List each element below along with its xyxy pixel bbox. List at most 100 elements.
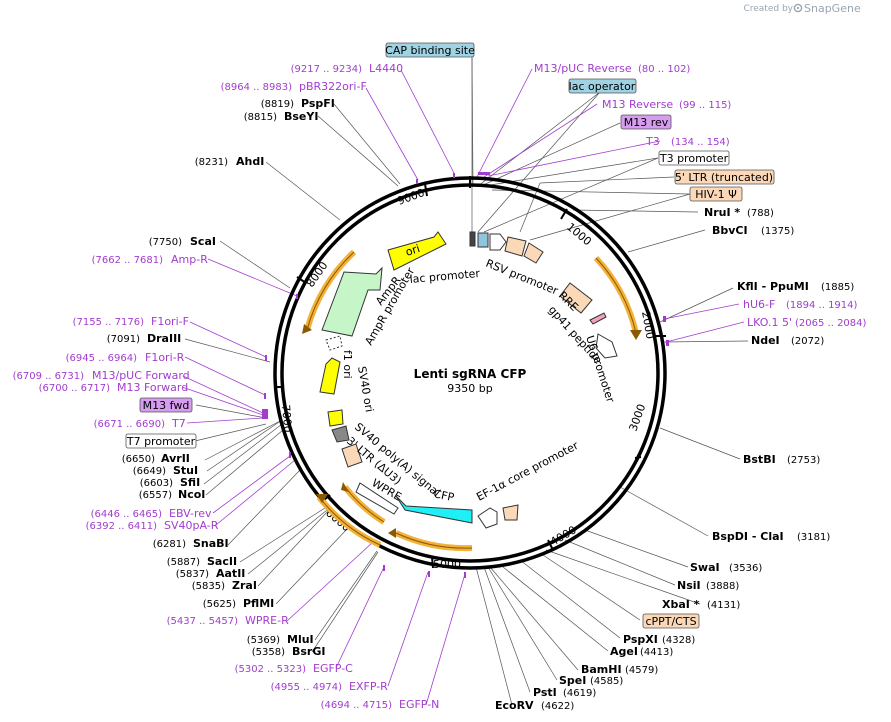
site-pspfi: PspFI (301, 97, 335, 110)
site-coord-mlui: (5369) (247, 635, 280, 646)
site-ncoi: NcoI (178, 488, 205, 501)
primer-coord-lko1: (2065 .. 2084) (795, 318, 867, 329)
feature-5ltr (523, 242, 544, 264)
tick-5000: 5000 (433, 558, 461, 571)
feature-cfp (395, 495, 473, 524)
primer-coord-pbr322: (8964 .. 8983) (221, 82, 293, 93)
site-bsrgi: BsrGI (292, 645, 325, 658)
site-coord-avrii: (6650) (122, 454, 155, 465)
brand-prefix: Created by (743, 4, 793, 14)
site-psti: PstI (533, 686, 557, 699)
primer-t3: T3 (645, 135, 660, 148)
feature-ampr (321, 266, 383, 337)
site-coord-draiii: (7091) (107, 334, 140, 345)
boxed-label-t7p: T7 promoter (125, 433, 197, 449)
primer-m13-forward: M13 Forward (117, 381, 188, 394)
tick-7000: 7000 (279, 404, 294, 433)
site-xbai: XbaI * (662, 598, 700, 611)
site-coord-spei: (4585) (590, 676, 623, 687)
site-aatii: AatII (216, 567, 245, 580)
primer-m13puc-reverse: M13/pUC Reverse (534, 62, 632, 75)
primer-hu6-f: hU6-F (743, 298, 775, 311)
site-zrai: ZraI (232, 579, 257, 592)
site-nrui: NruI * (704, 206, 740, 219)
primer-t7: T7 (171, 417, 186, 430)
box-cppt-cts: cPPT/CTS (645, 615, 696, 628)
site-ahdi: AhdI (236, 155, 264, 168)
site-bspdi-clai: BspDI - ClaI (712, 530, 784, 543)
site-coord-stui: (6649) (133, 466, 166, 477)
site-coord-bspdi-clai: (3181) (797, 532, 830, 543)
box-m13-rev: M13 rev (624, 116, 669, 129)
primer-coord-m13-rev: (99 .. 115) (679, 100, 731, 111)
primer-egfp-n: EGFP-N (399, 698, 439, 711)
boxed-label-cppt: cPPT/CTS (642, 613, 700, 629)
primer-coord-f1ori-f: (7155 .. 7176) (73, 317, 145, 328)
feature-lac-promoter (489, 233, 507, 251)
box-hiv-psi: HIV-1 Ψ (695, 188, 737, 201)
feature-arcs (304, 249, 639, 552)
primer-coord-t3: (134 .. 154) (671, 137, 730, 148)
arc-hiv-psi (593, 255, 639, 334)
boxed-label-hiv: HIV-1 Ψ (689, 186, 743, 202)
box-m13-fwd: M13 fwd (143, 399, 190, 412)
site-coord-swai: (3536) (729, 563, 762, 574)
primer-coord-wpre: (5437 .. 5457) (167, 616, 239, 627)
site-coord-pspxi: (4328) (662, 635, 695, 646)
site-sfii: SfiI (180, 476, 200, 489)
feature-lac-op (477, 232, 489, 248)
site-coord-ncoi: (6557) (139, 490, 172, 501)
site-bamhi: BamHI (581, 663, 622, 676)
site-nsii: NsiI (677, 579, 701, 592)
primer-coord-f1ori-r: (6945 .. 6964) (66, 353, 138, 364)
boxed-label-t3p: T3 promoter (658, 150, 730, 166)
site-bseyi: BseYI (284, 110, 318, 123)
primer-pbr322ori-f: pBR322ori-F (299, 80, 367, 93)
primer-ebv-rev: EBV-rev (169, 507, 212, 520)
site-spei: SpeI (559, 674, 586, 687)
site-sacii: SacII (207, 555, 237, 568)
site-coord-sfii: (6603) (140, 478, 173, 489)
primer-coord-hu6: (1894 .. 1914) (786, 300, 858, 311)
primer-amp-r: Amp-R (171, 253, 208, 266)
primer-coord-m13puc-rev: (80 .. 102) (638, 64, 690, 75)
site-coord-scai: (7750) (149, 237, 182, 248)
site-ecorv: EcoRV (495, 699, 534, 712)
site-pflmi: PflMI (243, 597, 274, 610)
leader-lines (184, 55, 749, 706)
primer-wpre-r: WPRE-R (245, 614, 289, 627)
primer-markers (262, 172, 669, 578)
site-kfli-ppumi: KflI - PpuMI (737, 280, 809, 293)
site-bbvci: BbvCI (712, 224, 748, 237)
primer-coord-m13-fwd: (6700 .. 6717) (39, 383, 111, 394)
primer-coord-ampr: (7662 .. 7681) (92, 255, 164, 266)
primer-m13-reverse: M13 Reverse (602, 98, 673, 111)
site-coord-bseyi: (8815) (244, 112, 277, 123)
site-scai: ScaI (190, 235, 216, 248)
boxed-label-m13rev: M13 rev (620, 114, 672, 130)
feature-f1-ori (319, 357, 341, 395)
arc-arrowheads (302, 324, 642, 538)
plasmid-name: Lenti sgRNA CFP (414, 367, 527, 381)
site-draiii: DraIII (147, 332, 181, 345)
site-coord-sacii: (5887) (167, 557, 200, 568)
primer-sv40pa-r: SV40pA-R (164, 519, 219, 532)
feature-sv40-polya (331, 425, 350, 443)
site-ndei: NdeI (751, 334, 780, 347)
primer-l4440: L4440 (369, 62, 403, 75)
feature-ampr-promoter (325, 335, 343, 351)
site-coord-aatii: (5837) (176, 569, 209, 580)
feature-3ltr (341, 443, 363, 468)
site-coord-nsii: (3888) (706, 581, 739, 592)
primer-coord-l4440: (9217 .. 9234) (291, 64, 363, 75)
box-5ltr: 5' LTR (truncated) (675, 171, 773, 184)
site-coord-agei: (4413) (640, 647, 673, 658)
feature-rre (559, 282, 593, 314)
plasmid-size: 9350 bp (447, 382, 492, 395)
site-swai: SwaI (690, 561, 720, 574)
brand-name: SnapGene (804, 2, 861, 15)
label-f1-ori: f1 ori (341, 350, 354, 379)
tick-marks (274, 176, 666, 569)
site-coord-ahdi: (8231) (195, 157, 228, 168)
primer-coord-exfp: (4955 .. 4974) (271, 682, 343, 693)
